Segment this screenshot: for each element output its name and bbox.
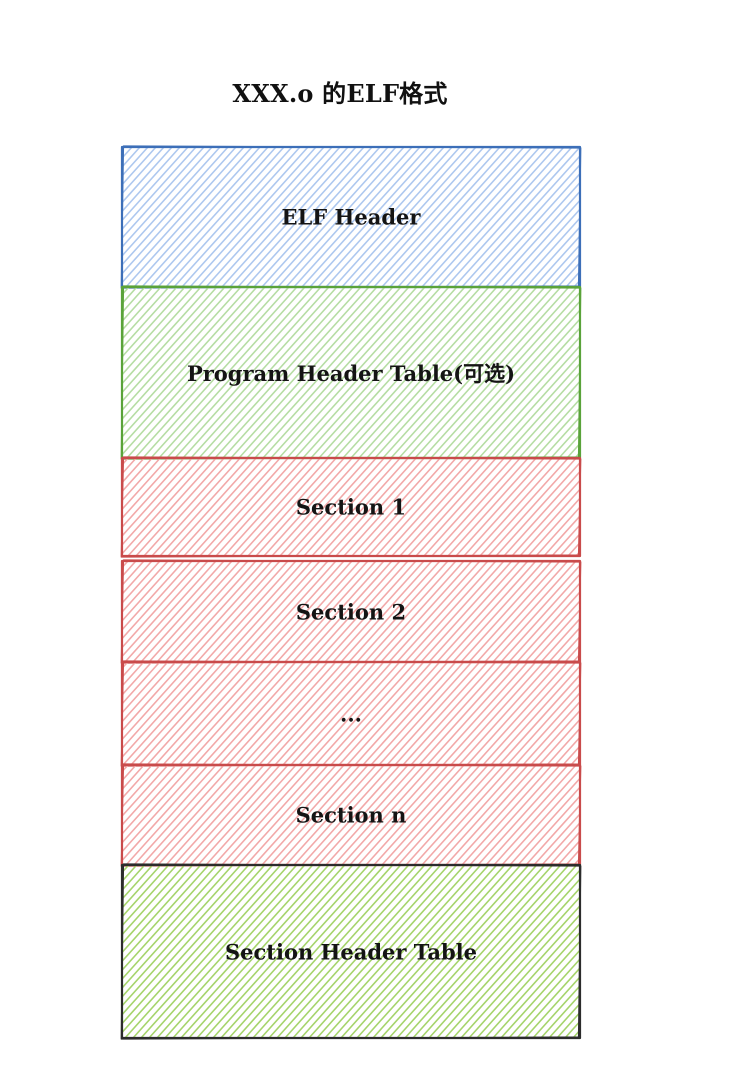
label-section-header-table: Section Header Table xyxy=(224,939,478,964)
block-hatch-section-1 xyxy=(122,458,580,556)
block-hatch-section-n xyxy=(122,765,580,865)
label-section-n: Section n xyxy=(295,802,407,828)
block-hatch-section-ellipsis xyxy=(122,662,580,765)
label-section-2: Section 2 xyxy=(295,599,407,624)
block-hatch-program-header-table xyxy=(122,287,580,458)
block-border-section-1 xyxy=(120,456,582,558)
label-program-header-table: Program Header Table(可选) xyxy=(186,360,516,386)
diagram-title: XXX.o 的ELF格式 xyxy=(232,79,448,108)
label-section-ellipsis: ... xyxy=(340,701,362,726)
block-hatch-section-header-table xyxy=(122,865,580,1038)
block-hatch-section-2 xyxy=(122,561,580,662)
label-elf-header: ELF Header xyxy=(281,204,421,230)
block-border-section-header-table xyxy=(120,863,582,1040)
label-section-1: Section 1 xyxy=(295,494,407,520)
